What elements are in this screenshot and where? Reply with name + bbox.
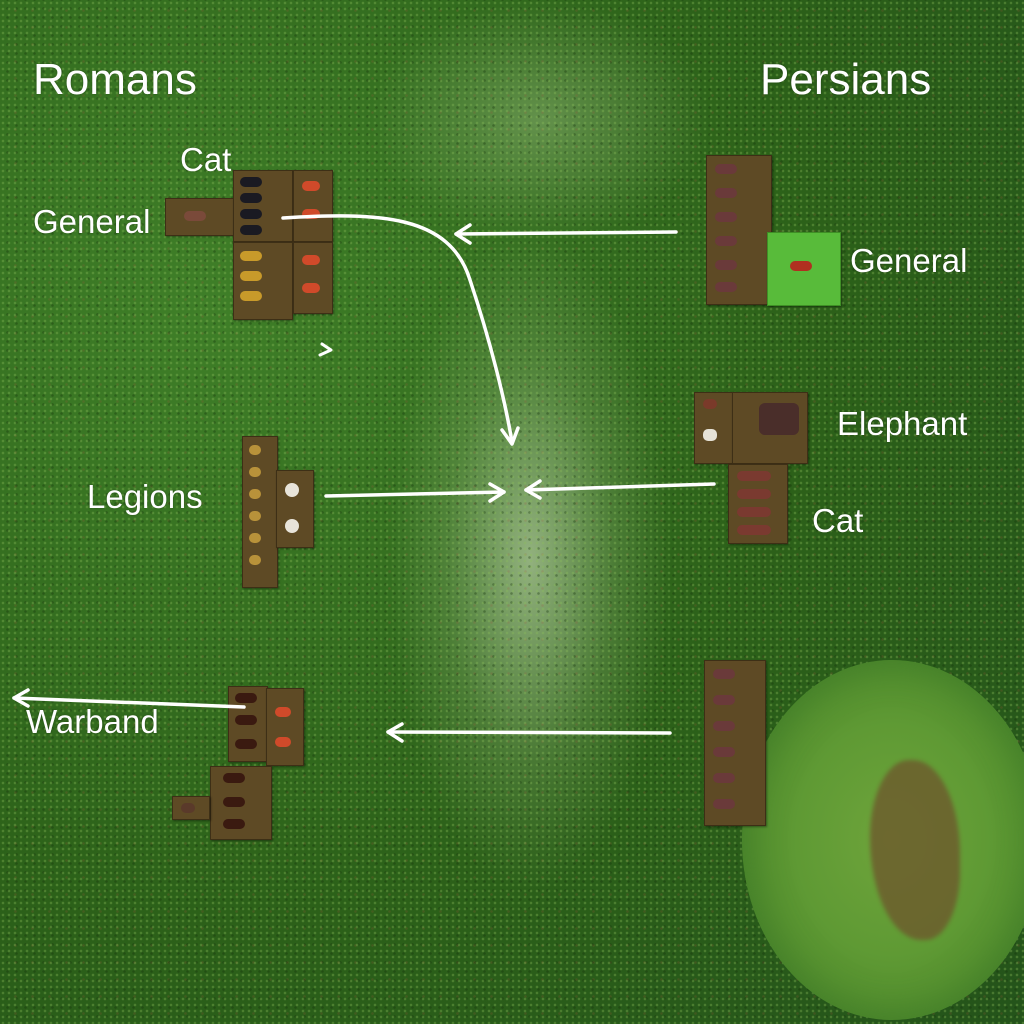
roman-legions-label: Legions	[87, 478, 203, 515]
roman-warband-unit-1[interactable]	[228, 686, 268, 762]
legions-arrow	[324, 482, 506, 503]
roman-warband-label: Warband	[26, 703, 159, 740]
roman-cat-label: Cat	[180, 141, 232, 178]
roman-general-base[interactable]	[165, 198, 235, 236]
roman-warband-skirmisher[interactable]	[172, 796, 210, 820]
persian-bottom-arrow	[386, 722, 672, 743]
roman-cat-unit-3[interactable]	[233, 242, 293, 320]
persian-elephant-skirmishers[interactable]	[694, 392, 734, 464]
warband-arrow	[12, 688, 246, 709]
roman-warband-unit-2[interactable]	[266, 688, 304, 766]
persian-cat-label: Cat	[812, 502, 864, 539]
small-chevron-mark	[318, 342, 333, 357]
roman-general-figure	[184, 211, 206, 221]
roman-cat-unit-4[interactable]	[293, 242, 333, 314]
romans-title: Romans	[33, 55, 197, 104]
persian-general-figure	[790, 261, 812, 271]
persian-elephant-label: Elephant	[837, 405, 968, 442]
roman-cat-unit-2[interactable]	[293, 170, 333, 242]
roman-cat-unit-1[interactable]	[233, 170, 293, 242]
roman-general-label: General	[33, 203, 151, 240]
persian-elephant-unit[interactable]	[732, 392, 808, 464]
persian-cavalry-unit-2[interactable]	[704, 660, 766, 826]
hill-dirt-patch	[870, 760, 960, 940]
persian-cat-arrow	[524, 479, 716, 500]
persian-general-base[interactable]	[767, 232, 841, 306]
persians-title: Persians	[760, 55, 932, 104]
persian-general-arrow	[454, 223, 678, 245]
persian-general-label: General	[850, 242, 968, 279]
roman-legion-unit-1[interactable]	[242, 436, 278, 588]
roman-warband-unit-3[interactable]	[210, 766, 272, 840]
persian-cavalry-unit-1[interactable]	[706, 155, 772, 305]
roman-general-arrow	[281, 214, 520, 446]
roman-legion-unit-2[interactable]	[276, 470, 314, 548]
persian-cat-unit[interactable]	[728, 464, 788, 544]
